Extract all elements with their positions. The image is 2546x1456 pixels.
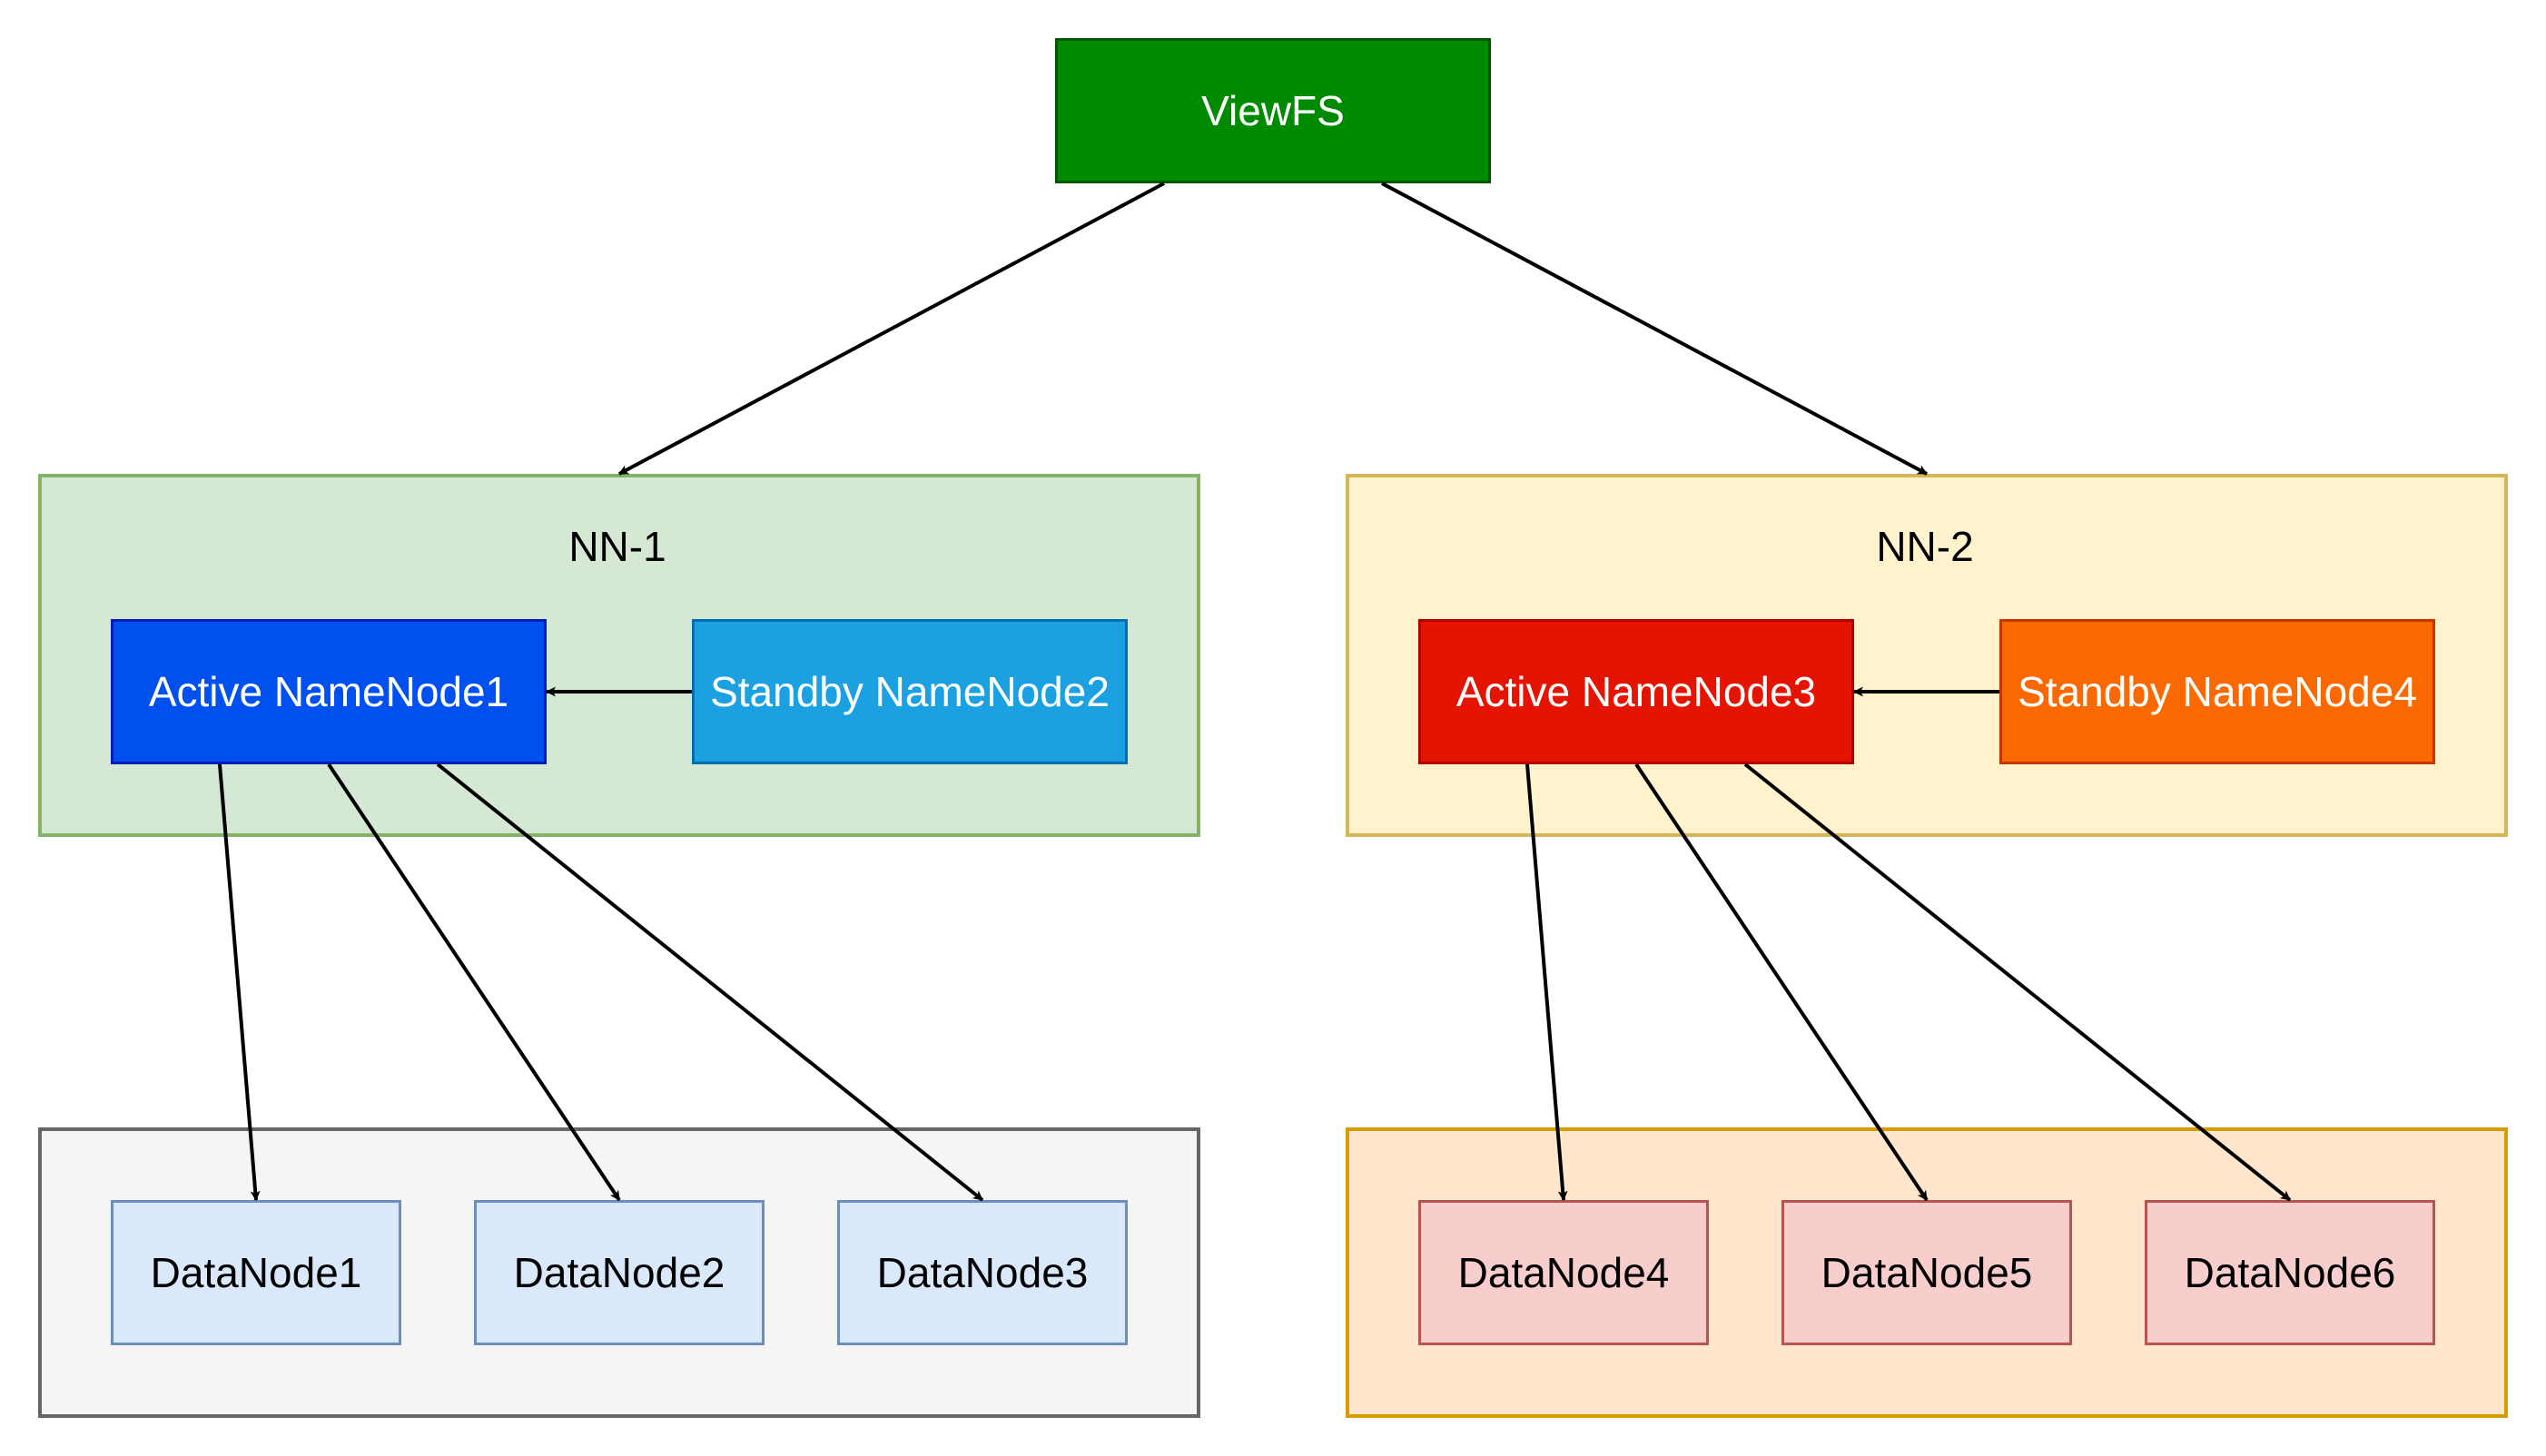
datanode2[interactable]: DataNode2 [474, 1200, 765, 1345]
nn1-group-label: NN-1 [568, 523, 666, 570]
viewfs-node[interactable]: ViewFS [1055, 38, 1491, 183]
active-namenode3[interactable]: Active NameNode3 [1418, 619, 1854, 764]
nn2-group-label: NN-2 [1876, 523, 1974, 570]
datanode6-label: DataNode6 [2184, 1249, 2396, 1296]
datanode2-label: DataNode2 [513, 1249, 725, 1296]
active-namenode1-label: Active NameNode1 [148, 668, 509, 715]
datanode3-label: DataNode3 [876, 1249, 1089, 1296]
active-namenode3-label: Active NameNode3 [1456, 668, 1817, 715]
edge-viewfs-to-nn2 [1381, 182, 1928, 476]
datanode1[interactable]: DataNode1 [111, 1200, 401, 1345]
standby-namenode2[interactable]: Standby NameNode2 [692, 619, 1128, 764]
datanode6[interactable]: DataNode6 [2145, 1200, 2435, 1345]
datanode5-label: DataNode5 [1821, 1249, 2033, 1296]
datanode4[interactable]: DataNode4 [1418, 1200, 1709, 1345]
datanode4-label: DataNode4 [1457, 1249, 1670, 1296]
datanode5[interactable]: DataNode5 [1781, 1200, 2072, 1345]
standby-namenode4[interactable]: Standby NameNode4 [1999, 619, 2435, 764]
datanode3[interactable]: DataNode3 [837, 1200, 1128, 1345]
edge-viewfs-to-nn1 [618, 182, 1165, 476]
standby-namenode4-label: Standby NameNode4 [2018, 668, 2417, 715]
standby-namenode2-label: Standby NameNode2 [710, 668, 1110, 715]
datanode1-label: DataNode1 [150, 1249, 362, 1296]
viewfs-node-label: ViewFS [1201, 87, 1345, 134]
active-namenode1[interactable]: Active NameNode1 [111, 619, 547, 764]
